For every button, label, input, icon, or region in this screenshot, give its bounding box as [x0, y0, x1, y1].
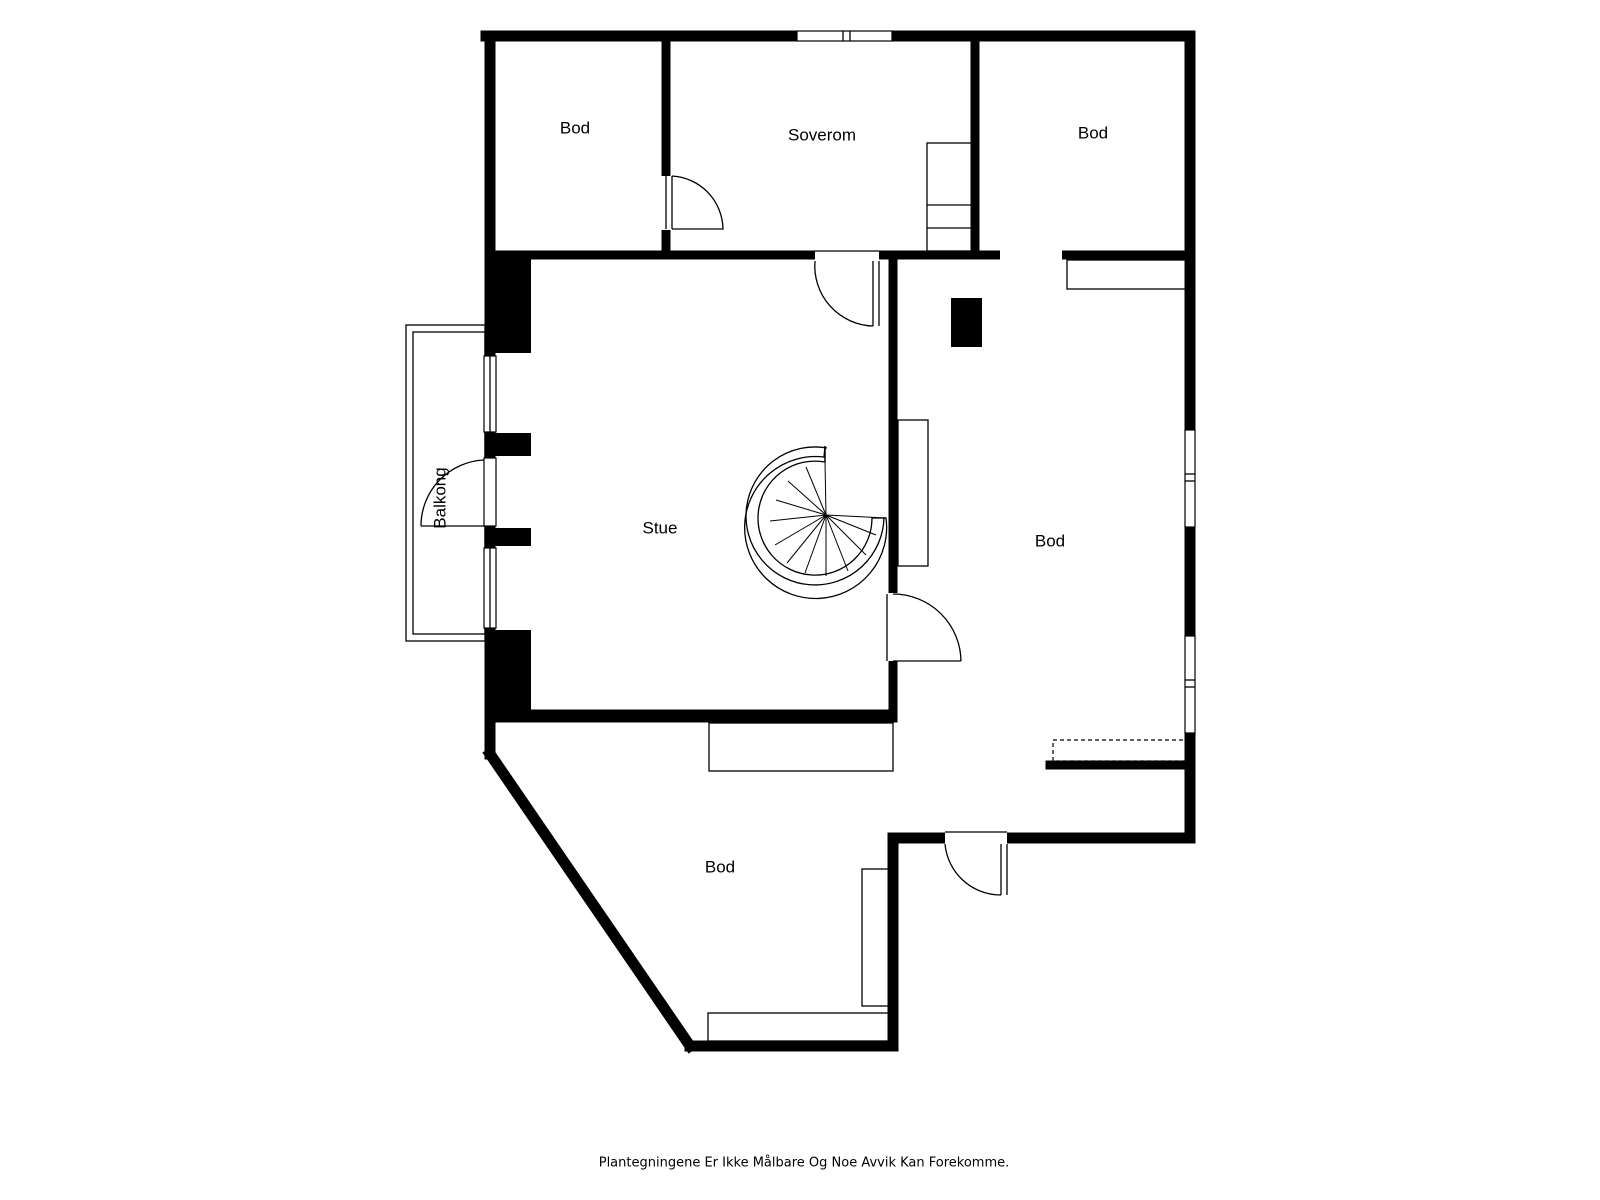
disclaimer-text: Plantegningene Er Ikke Målbare Og Noe Av… — [599, 1156, 1010, 1171]
balcony-door — [420, 457, 497, 527]
left-wall-piers — [485, 258, 531, 714]
room-label-balkong: Balkong — [430, 467, 449, 528]
doors — [420, 175, 1008, 896]
room-label-soverom: Soverom — [788, 125, 856, 144]
outer-walls — [480, 30, 1196, 1054]
fixtures — [707, 142, 1187, 1042]
room-label-bod-top-right: Bod — [1078, 123, 1108, 142]
interior-walls — [485, 31, 1195, 775]
bottom-door — [944, 831, 1008, 896]
room-label-bod-bottom: Bod — [705, 857, 735, 876]
soverom-door — [665, 175, 724, 230]
windows — [483, 30, 1196, 734]
spiral-staircase — [744, 445, 888, 600]
room-label-stue: Stue — [643, 518, 678, 537]
stue-right-door — [886, 593, 962, 662]
stue-top-door — [814, 250, 880, 327]
room-label-bod-right: Bod — [1035, 531, 1065, 550]
wall-openings — [484, 176, 1062, 844]
room-label-bod-top-left: Bod — [560, 118, 590, 137]
